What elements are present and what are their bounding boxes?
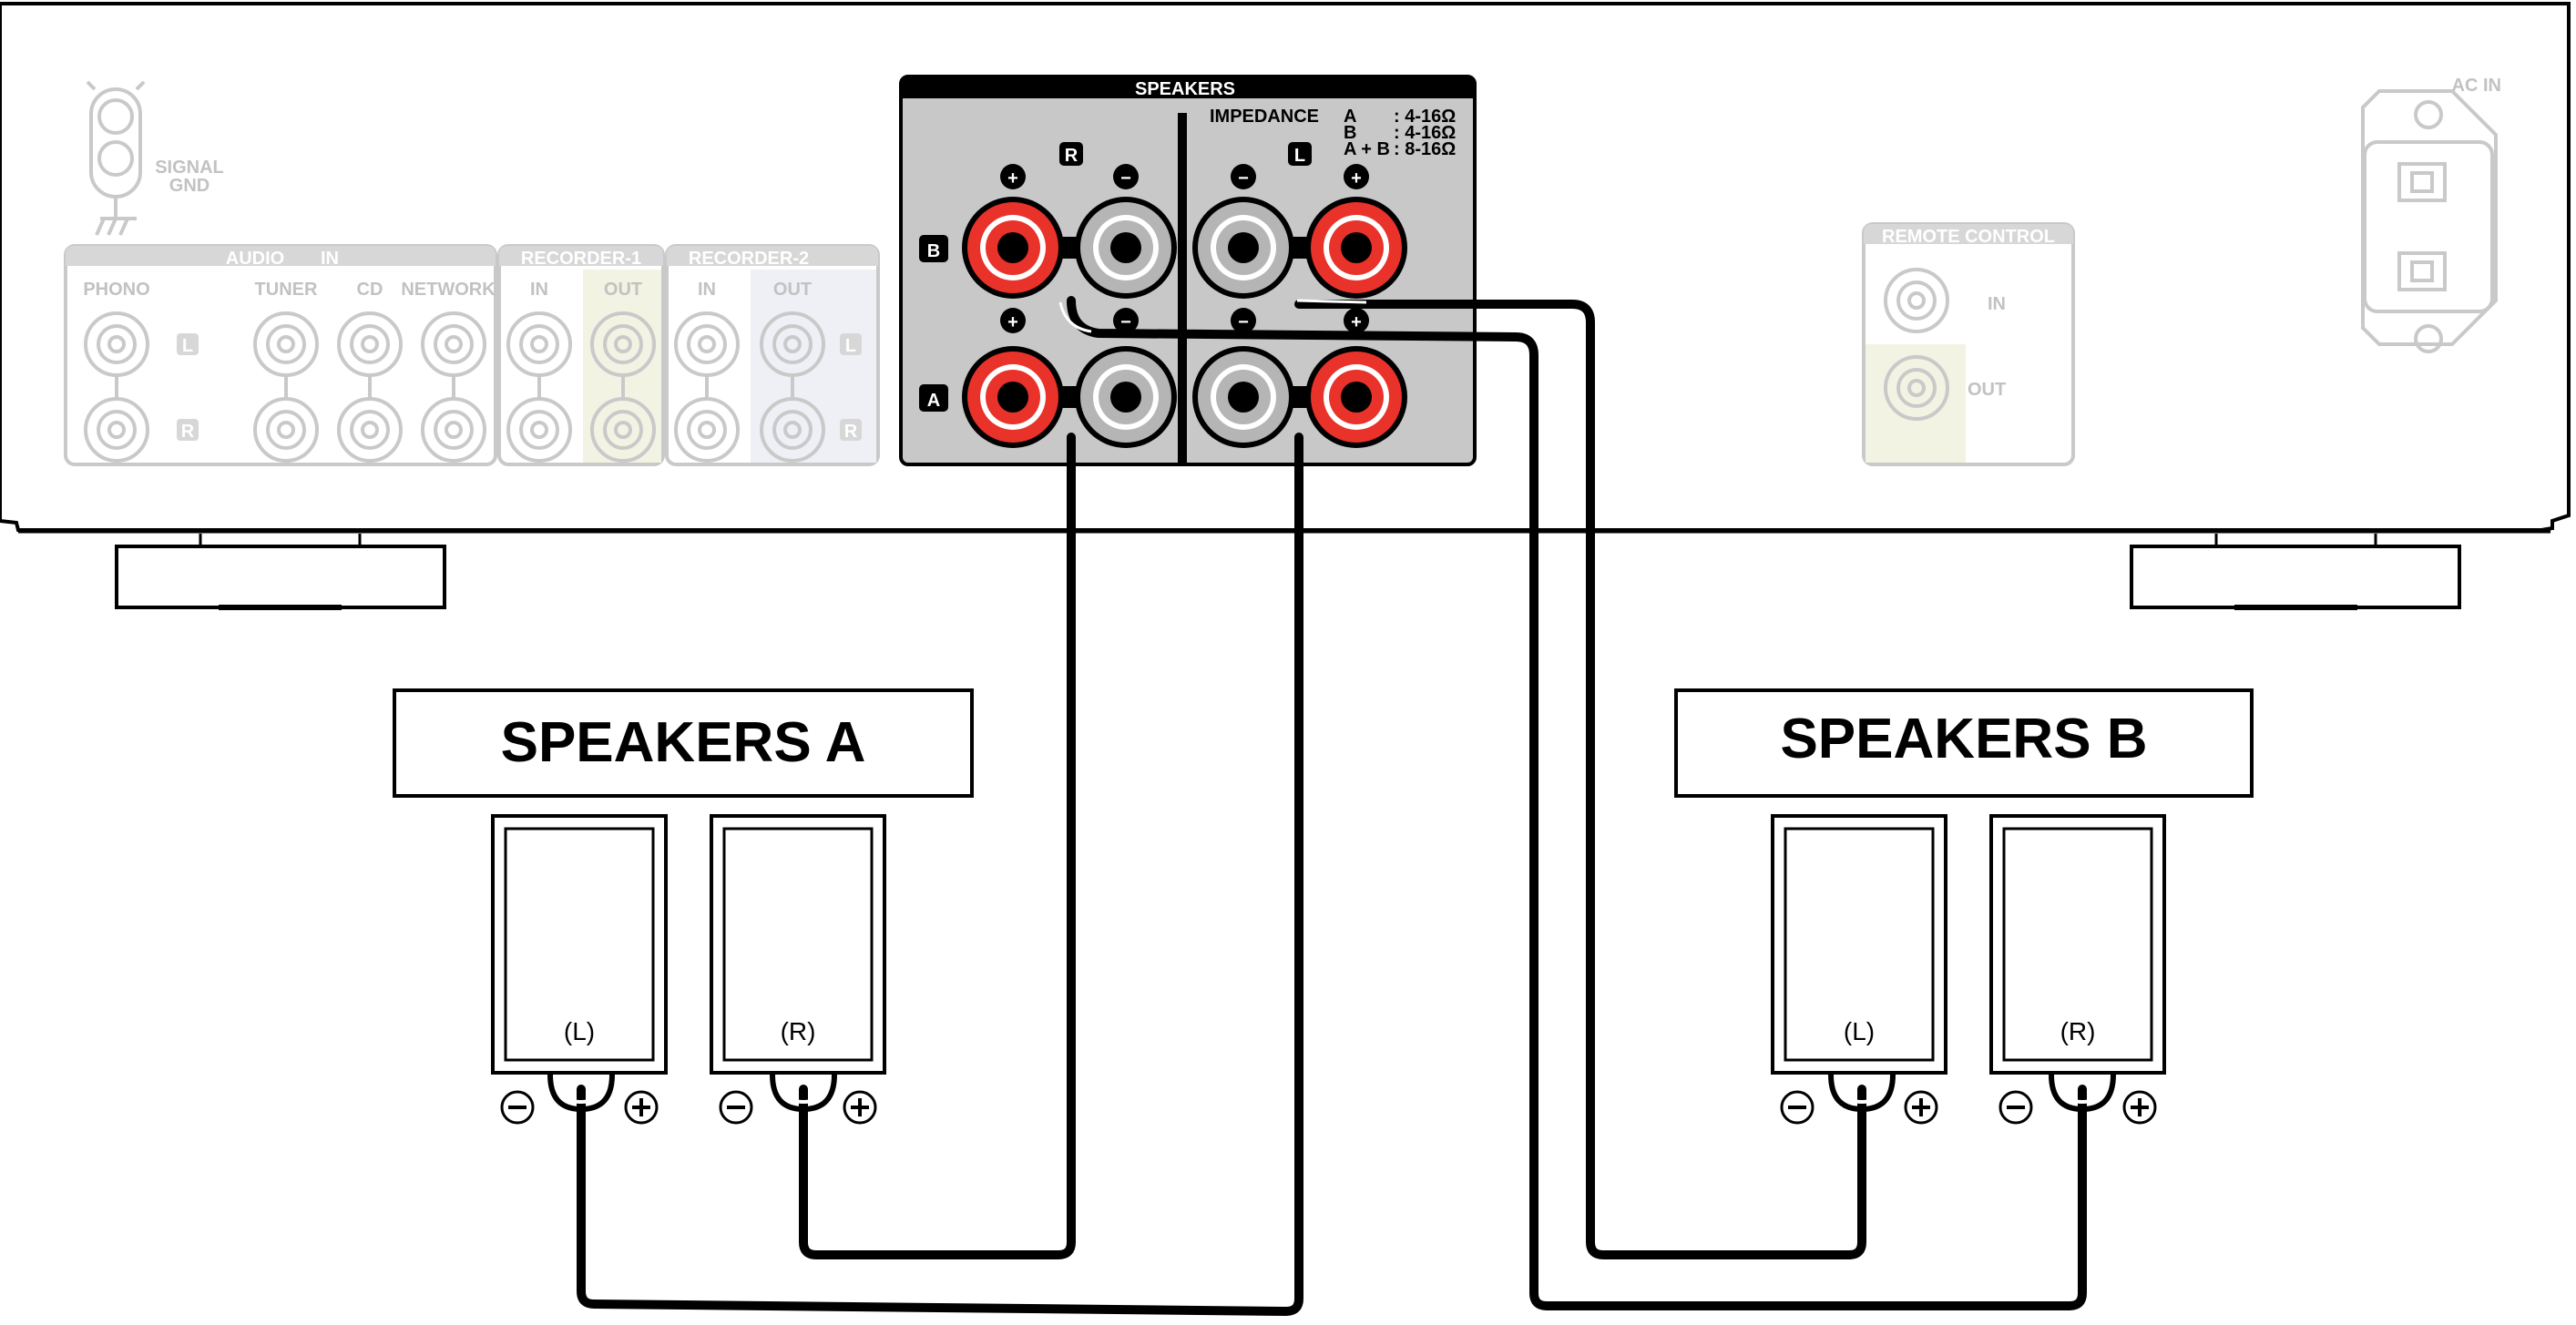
svg-text:−: − — [1120, 168, 1131, 189]
speaker-cables — [577, 296, 2087, 1316]
terminal-a-l-minus — [1192, 346, 1294, 448]
svg-text:OUT: OUT — [773, 280, 812, 300]
svg-text:−: − — [1238, 312, 1249, 332]
terminal-a-l-plus — [1305, 346, 1407, 448]
row-b-badge — [919, 235, 948, 262]
terminal-a-r-plus — [962, 346, 1064, 448]
speaker-a-left-label: (L) — [564, 1017, 595, 1045]
terminal-b-l-minus — [1192, 197, 1294, 299]
signal-gnd-terminal: SIGNAL GND — [86, 80, 224, 236]
left-foot — [115, 534, 446, 610]
ac-in-label: AC IN — [2452, 76, 2501, 96]
speaker-b-right: (R) — [1989, 814, 2166, 1125]
ac-inlet: AC IN — [2361, 76, 2501, 353]
cable-speakers-a-left — [577, 433, 1303, 1316]
svg-text:A: A — [1344, 107, 1356, 127]
tuner-label: TUNER — [255, 280, 318, 300]
svg-text:L: L — [845, 336, 856, 356]
svg-text:B: B — [927, 241, 940, 261]
svg-text:R: R — [844, 422, 858, 442]
svg-text:: 8-16Ω: : 8-16Ω — [1394, 139, 1456, 159]
speakers-b-title: SPEAKERS B — [1780, 708, 2147, 770]
terminal-b-r-minus — [1075, 197, 1177, 299]
speaker-a-right-label: (R) — [781, 1017, 816, 1045]
speaker-b-left: (L) — [1771, 814, 1947, 1125]
svg-text:: 4-16Ω: : 4-16Ω — [1394, 123, 1456, 143]
svg-text:A: A — [927, 391, 940, 411]
tuner-jacks — [253, 311, 319, 463]
speaker-a-right: (R) — [710, 814, 886, 1125]
recorder2-label: RECORDER-2 — [689, 249, 809, 269]
svg-text:IN: IN — [698, 280, 716, 300]
svg-text:+: + — [1007, 168, 1018, 189]
remote-control-label: REMOTE CONTROL — [1882, 227, 2055, 247]
audio-label: AUDIO — [226, 249, 284, 269]
recorder2-section: RECORDER-2 IN OUT L R — [665, 244, 880, 466]
svg-text:A + B: A + B — [1344, 139, 1390, 159]
cable-speakers-a-right — [799, 433, 1076, 1259]
speakers-b-title-box — [1674, 688, 2254, 798]
remote-control-section: REMOTE CONTROL IN OUT — [1862, 222, 2075, 466]
speakers-a-group: SPEAKERS A (L) (R) — [393, 688, 974, 1125]
svg-text:L: L — [182, 336, 193, 356]
network-jacks — [421, 311, 486, 463]
right-foot — [2130, 534, 2461, 610]
svg-text:OUT: OUT — [1968, 380, 2006, 400]
impedance-label: IMPEDANCE — [1210, 107, 1319, 127]
svg-text:IN: IN — [530, 280, 548, 300]
l-badge — [177, 333, 199, 355]
speakers-a-title-box — [393, 688, 974, 798]
polarity-marks: + − − + + − − + — [1000, 164, 1369, 333]
svg-text:: 4-16Ω: : 4-16Ω — [1394, 107, 1456, 127]
cd-label: CD — [357, 280, 383, 300]
svg-text:R: R — [1065, 146, 1078, 166]
svg-text:+: + — [1007, 312, 1018, 332]
cable-speakers-b-left — [1294, 300, 1866, 1259]
speakers-b-group: SPEAKERS B (L) (R) — [1674, 688, 2254, 1125]
r-badge — [177, 419, 199, 441]
signal-label: SIGNAL — [155, 158, 224, 178]
speaker-a-left: (L) — [491, 814, 668, 1125]
speaker-terminal-panel: SPEAKERS IMPEDANCE A : 4-16Ω B : 4-16Ω A… — [899, 75, 1477, 466]
speakers-title: SPEAKERS — [1135, 79, 1235, 99]
recorder1-label: RECORDER-1 — [521, 249, 641, 269]
svg-text:R: R — [181, 422, 195, 442]
svg-text:IN: IN — [1988, 294, 2006, 314]
speaker-b-left-label: (L) — [1844, 1017, 1875, 1045]
cd-jacks — [337, 311, 403, 463]
audio-in-section: AUDIO IN PHONO TUNER CD NETWORK L — [64, 244, 497, 466]
channel-r-badge — [1059, 142, 1083, 166]
terminal-a-r-minus — [1075, 346, 1177, 448]
speaker-b-right-label: (R) — [2060, 1017, 2096, 1045]
terminal-b-r-plus — [962, 197, 1064, 299]
recorder1-section: RECORDER-1 IN OUT — [497, 244, 665, 466]
audio-in-label: IN — [321, 249, 339, 269]
speakers-a-title: SPEAKERS A — [501, 711, 866, 774]
phono-jacks — [84, 311, 149, 463]
svg-text:L: L — [1294, 146, 1305, 166]
terminal-b-l-plus — [1305, 197, 1407, 299]
phono-label: PHONO — [83, 280, 149, 300]
network-label: NETWORK — [401, 280, 496, 300]
svg-text:+: + — [1351, 168, 1362, 189]
svg-text:+: + — [1351, 312, 1362, 332]
row-a-badge — [919, 384, 948, 412]
svg-text:OUT: OUT — [604, 280, 642, 300]
svg-text:−: − — [1120, 312, 1131, 332]
channel-l-badge — [1288, 142, 1312, 166]
gnd-label: GND — [169, 176, 210, 196]
svg-text:−: − — [1238, 168, 1249, 189]
svg-text:B: B — [1344, 123, 1356, 143]
